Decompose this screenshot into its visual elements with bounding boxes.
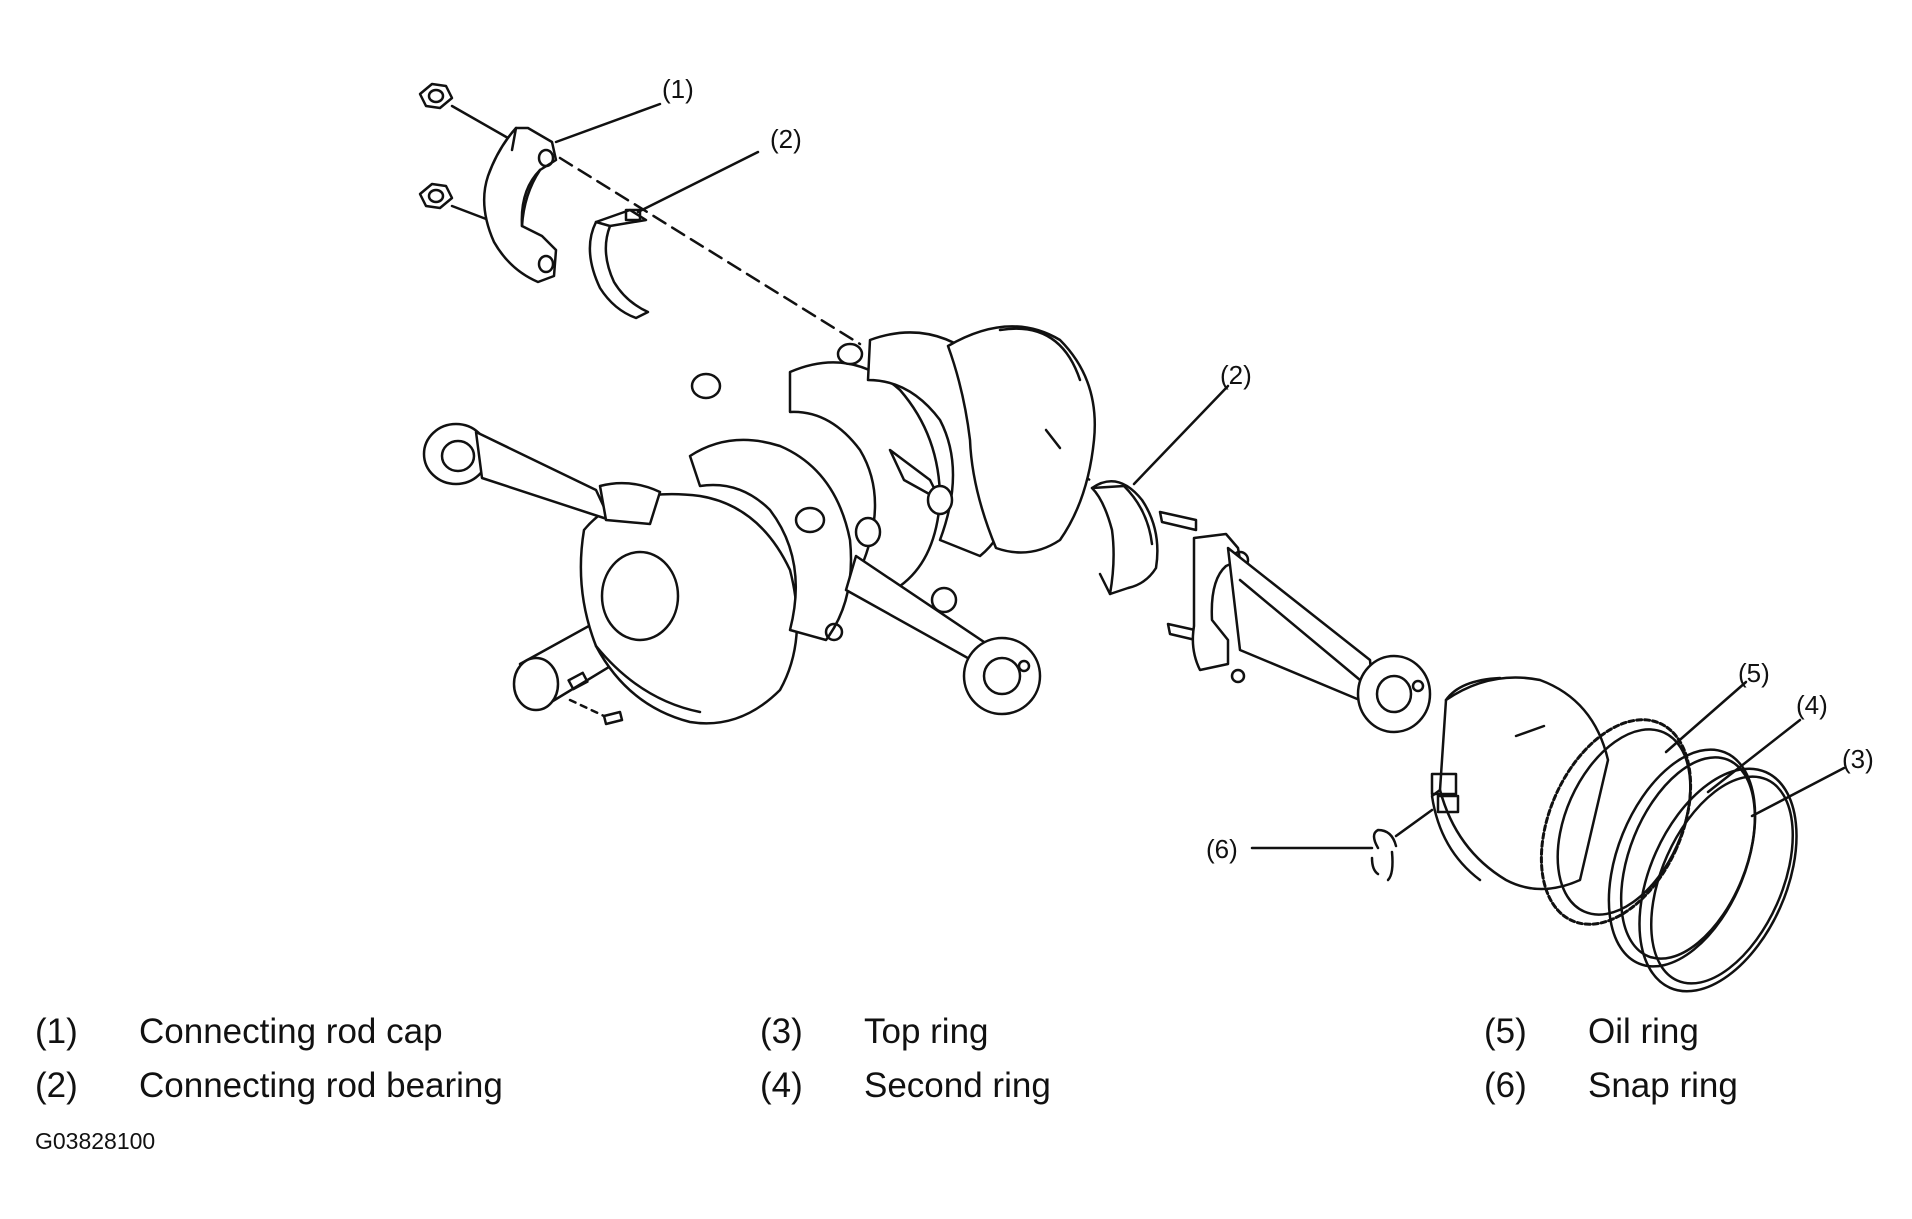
connecting-rod-left xyxy=(422,422,662,526)
leader-4 xyxy=(1706,718,1802,794)
cap-nut-upper xyxy=(418,82,454,110)
callout-4: (4) xyxy=(1796,690,1828,720)
cap-nut-lower xyxy=(418,182,454,210)
piston xyxy=(1430,676,1610,891)
callout-5: (5) xyxy=(1738,658,1770,688)
legend-label: Snap ring xyxy=(1588,1066,1738,1105)
legend-label: Second ring xyxy=(864,1066,1051,1105)
callout-1: (1) xyxy=(662,74,694,104)
legend-number: (1) xyxy=(35,1012,78,1051)
legend-number: (3) xyxy=(760,1012,803,1051)
snap-ring xyxy=(1370,808,1434,882)
legend-label: Connecting rod cap xyxy=(139,1012,443,1051)
top-ring xyxy=(1638,767,1798,993)
legend-number: (6) xyxy=(1484,1066,1527,1105)
legend-number: (4) xyxy=(760,1066,803,1105)
callout-3: (3) xyxy=(1842,744,1874,774)
leader-1 xyxy=(554,102,662,144)
connecting-rod-bearing-lower xyxy=(1090,480,1159,596)
leader-2b xyxy=(1132,384,1230,486)
connecting-rod-cap xyxy=(482,126,558,284)
legend-number: (2) xyxy=(35,1066,78,1105)
leader-2a xyxy=(636,150,760,214)
legend-label: Oil ring xyxy=(1588,1012,1699,1051)
legend-label: Top ring xyxy=(864,1012,989,1051)
connecting-rod-right xyxy=(1158,510,1432,734)
figure-code: G03828100 xyxy=(35,1128,156,1154)
leader-5 xyxy=(1664,680,1748,754)
second-ring xyxy=(1607,748,1757,968)
oil-ring xyxy=(1539,718,1693,926)
connecting-rod-bearing-upper xyxy=(588,208,650,320)
callout-2-upper: (2) xyxy=(770,124,802,154)
callout-2-lower: (2) xyxy=(1220,360,1252,390)
legend-number: (5) xyxy=(1484,1012,1527,1051)
crankshaft xyxy=(512,325,1096,726)
legend-label: Connecting rod bearing xyxy=(139,1066,503,1105)
leader-3 xyxy=(1750,766,1846,818)
callout-6: (6) xyxy=(1206,834,1238,864)
connecting-rod-middle xyxy=(824,554,1042,716)
